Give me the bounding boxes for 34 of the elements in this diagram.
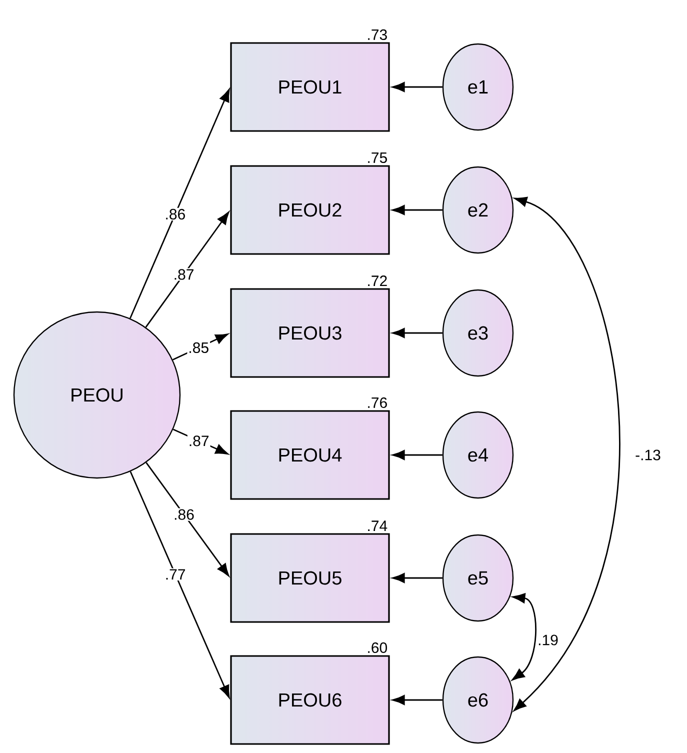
indicator-box: PEOU3: [230, 288, 390, 378]
r-squared-label: .76: [368, 397, 387, 408]
path-arrow: [392, 450, 442, 460]
path-arrow: [392, 695, 442, 705]
r-squared-label: .74: [368, 520, 388, 531]
edge-label: .86: [172, 508, 196, 521]
path-arrow: [172, 334, 228, 360]
path-arrow: [392, 205, 442, 215]
path-arrow: [130, 471, 230, 698]
path-arrow: [145, 212, 230, 328]
indicator-box: PEOU6: [230, 655, 390, 745]
edge-label: .87: [187, 434, 210, 448]
indicator-box: PEOU4: [230, 410, 390, 500]
path-arrow: [130, 89, 230, 319]
edge-label: .87: [172, 268, 196, 281]
indicator-box: PEOU1: [230, 42, 390, 132]
path-arrow: [392, 328, 442, 338]
r-squared-label: .73: [368, 29, 387, 40]
edge-label: .85: [187, 341, 210, 354]
path-arrow: [146, 462, 230, 576]
indicator-box: PEOU5: [230, 533, 390, 623]
path-arrow: [392, 573, 442, 583]
r-squared-label: .72: [368, 276, 387, 286]
covariance-arrow: [512, 593, 536, 680]
covariance-arrow: [514, 196, 620, 712]
edge-label: .19: [536, 634, 560, 646]
edge-label: -.13: [634, 448, 662, 462]
r-squared-label: .60: [368, 642, 387, 653]
path-arrow: [172, 428, 228, 454]
edge-label: .86: [164, 208, 187, 221]
indicator-box: PEOU2: [230, 165, 390, 255]
path-arrow: [392, 82, 442, 92]
edge-label: .77: [164, 568, 187, 581]
r-squared-label: .75: [368, 152, 387, 163]
